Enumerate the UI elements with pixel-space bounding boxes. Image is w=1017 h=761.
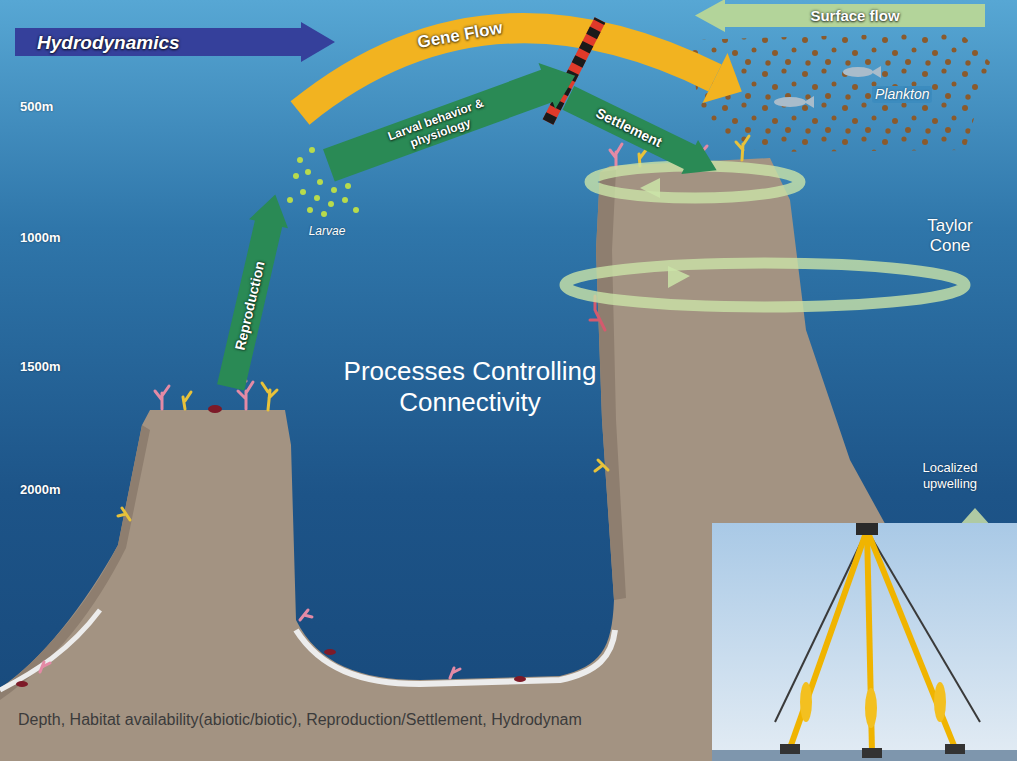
fish-tail — [871, 66, 881, 78]
diagram-label: Localized upwelling — [907, 460, 993, 492]
diagram-label: 1500m — [20, 359, 60, 375]
diagram-label: Plankton — [872, 86, 932, 103]
tripod-leg — [867, 530, 955, 748]
arrow-label: Reproduction — [232, 259, 268, 351]
red-sponges — [16, 159, 690, 687]
arrow-label-box: Hydrodynamics — [37, 22, 279, 62]
arrow-label: Surface flow — [810, 7, 899, 24]
seamount-shadow — [596, 170, 626, 600]
mooring-photo — [712, 523, 1017, 761]
float — [934, 682, 946, 722]
tripod-foot — [862, 748, 882, 758]
title-text: Processes Controlling Connectivity — [290, 356, 650, 418]
arrow-label: Hydrodynamics — [37, 32, 180, 53]
rope — [867, 530, 980, 722]
flow-arrow: Hydrodynamics — [15, 22, 335, 62]
diagram-label: Larvae — [292, 224, 362, 238]
arrow-body — [211, 190, 295, 392]
diagram-label: 1000m — [20, 230, 60, 246]
tripod-foot — [780, 744, 800, 754]
taylor-cone-rings — [565, 166, 965, 307]
diagram-label: 500m — [20, 99, 53, 115]
factor-note: Depth, Habitat availability(abiotic/biot… — [18, 710, 582, 729]
diagram-label: Taylor Cone — [905, 216, 995, 256]
tripod-leg — [790, 530, 867, 748]
float — [865, 688, 877, 728]
tripod-head — [856, 523, 878, 535]
fish-tail — [804, 96, 814, 108]
photo-sky — [712, 523, 1017, 761]
tripod-foot — [945, 744, 965, 754]
diagram-label: 2000m — [20, 482, 60, 498]
fish-body — [774, 97, 806, 107]
eddy-arrowheads — [640, 178, 690, 288]
arrow-body — [695, 0, 985, 32]
sediment-layer — [296, 630, 615, 684]
seafloor-seamounts — [0, 158, 1017, 761]
seamount-shadow — [0, 425, 150, 700]
arrow-body — [15, 22, 335, 62]
arc-head — [703, 53, 742, 103]
arrow-label-box: Surface flow — [737, 0, 973, 32]
rope — [775, 530, 867, 722]
flow-arrow: Surface flow — [695, 0, 985, 32]
fish-body — [843, 67, 873, 77]
corals — [40, 136, 749, 678]
eddy-ring — [565, 263, 965, 307]
arrow-body — [560, 81, 725, 187]
plankton-dots — [690, 32, 990, 152]
fish — [774, 66, 881, 108]
float — [800, 682, 812, 722]
sediment-layer — [0, 610, 100, 690]
arrow-body — [321, 52, 584, 188]
